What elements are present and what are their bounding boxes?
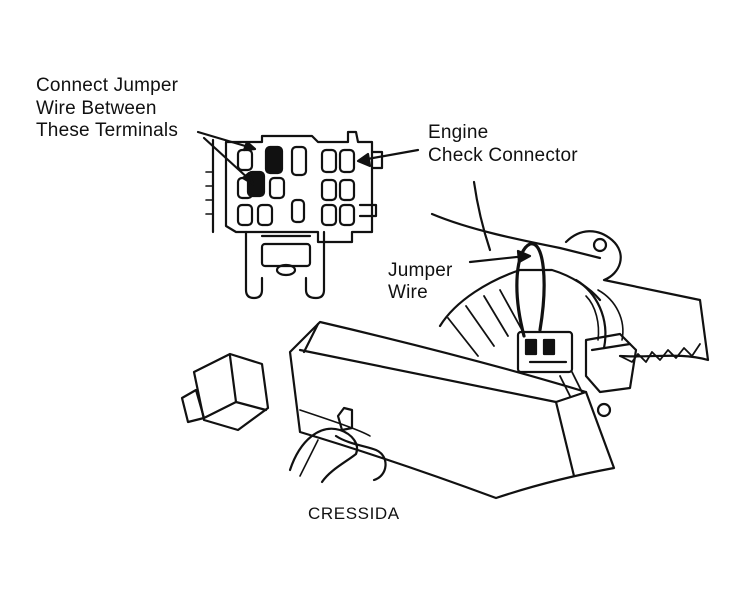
engine-check-connector-line-1: Engine bbox=[428, 122, 489, 143]
figure-caption: CRESSIDA bbox=[308, 504, 400, 523]
left-plug bbox=[180, 352, 270, 432]
jumper-wire-line-1: Jumper bbox=[388, 260, 453, 281]
connector-closeup bbox=[205, 130, 384, 300]
engine-check-connector-line-2: Check Connector bbox=[428, 145, 578, 166]
engine-bay bbox=[430, 180, 710, 418]
jumper-instruction-line-3: These Terminals bbox=[36, 120, 179, 141]
hands bbox=[288, 427, 387, 484]
jumper-wire-line-2: Wire bbox=[388, 282, 428, 303]
jumper-instruction-line-2: Wire Between bbox=[36, 98, 157, 119]
jumper-instruction-line-1: Connect Jumper bbox=[36, 75, 179, 96]
relay-cover bbox=[288, 320, 616, 500]
